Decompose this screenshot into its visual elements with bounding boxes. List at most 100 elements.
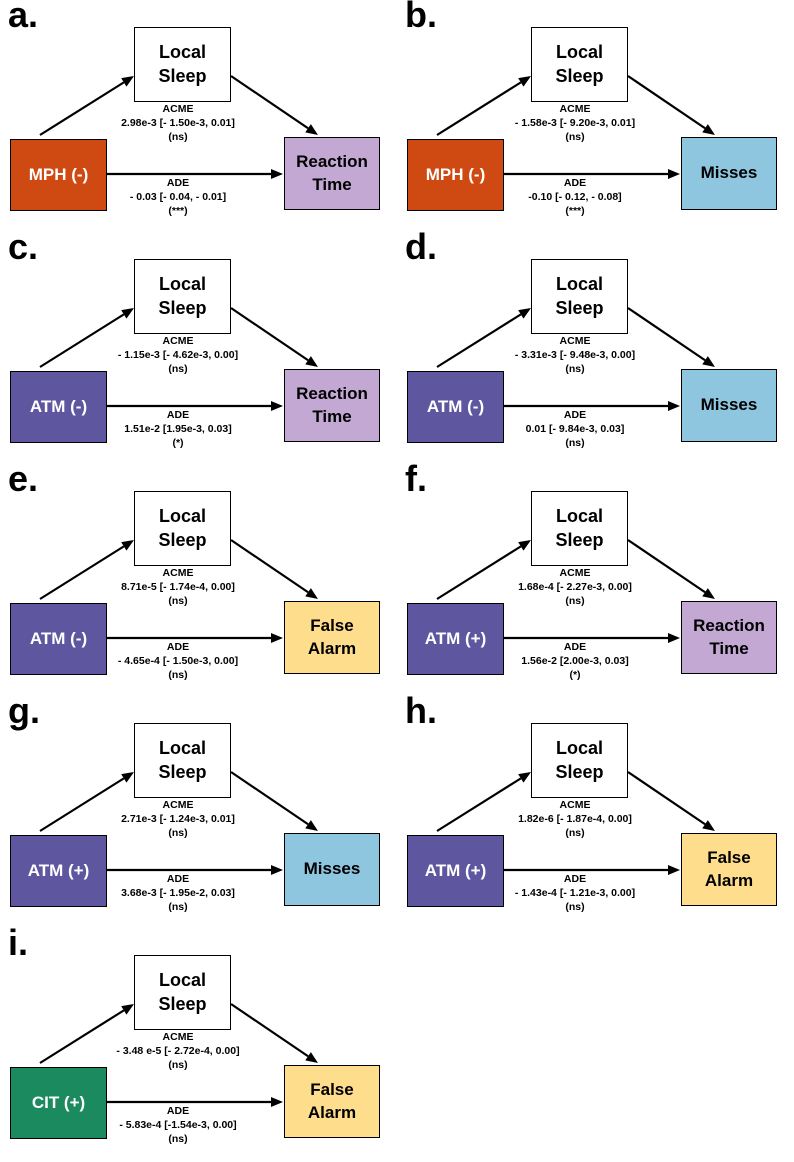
path-arrows [436, 539, 715, 643]
acme-significance: (ns) [168, 595, 188, 608]
panel-label: f. [405, 458, 427, 499]
ade-significance: (***) [168, 205, 188, 218]
ade-value: 1.51e-2 [1.95e-3, 0.03] [124, 423, 232, 436]
path-arrows [39, 307, 318, 411]
mediator-to-outcome-arrow [230, 307, 318, 367]
ade-value: - 1.43e-4 [- 1.21e-3, 0.00] [514, 887, 636, 900]
acme-value: - 3.48 e-5 [- 2.72e-4, 0.00] [116, 1045, 240, 1058]
acme-value: 1.68e-4 [- 2.27e-3, 0.00] [518, 581, 632, 594]
treatment-label: ATM (+) [27, 860, 90, 880]
acme-value: 2.71e-3 [- 1.24e-3, 0.01] [121, 813, 235, 826]
acme-value: - 1.58e-3 [- 9.20e-3, 0.01] [514, 117, 636, 130]
acme-label: ACME [162, 103, 194, 115]
ade-stat: ADE-0.10 [- 0.12, - 0.08](***) [465, 176, 685, 219]
panel-label: h. [405, 690, 437, 731]
acme-significance: (ns) [565, 827, 585, 840]
treatment-to-outcome-arrow [504, 401, 680, 411]
path-arrows [39, 771, 318, 875]
treatment-label: CIT (+) [31, 1092, 86, 1112]
treatment-to-outcome-arrow [504, 865, 680, 875]
ade-value: - 5.83e-4 [-1.54e-3, 0.00] [119, 1119, 237, 1132]
treatment-box: ATM (+) [407, 835, 504, 907]
ade-stat: ADE- 0.03 [- 0.04, - 0.01](***) [68, 176, 288, 219]
ade-label: ADE [563, 177, 587, 189]
mediator-label: Local Sleep [158, 738, 207, 782]
treatment-label: MPH (-) [28, 164, 89, 184]
outcome-box: Reaction Time [681, 601, 777, 674]
mediator-label: Local Sleep [158, 274, 207, 318]
treatment-to-mediator-arrow [39, 76, 134, 136]
mediator-box: Local Sleep [134, 723, 231, 798]
acme-significance: (ns) [168, 363, 188, 376]
treatment-label: ATM (+) [424, 628, 487, 648]
ade-significance: (ns) [565, 437, 585, 450]
treatment-label: ATM (-) [426, 396, 485, 416]
ade-value: 3.68e-3 [- 1.95e-2, 0.03] [121, 887, 235, 900]
ade-stat: ADE- 5.83e-4 [-1.54e-3, 0.00](ns) [68, 1104, 288, 1147]
acme-stat: ACME- 1.58e-3 [- 9.20e-3, 0.01](ns) [465, 102, 685, 145]
mediator-box: Local Sleep [134, 491, 231, 566]
ade-significance: (*) [172, 437, 184, 450]
ade-stat: ADE- 4.65e-4 [- 1.50e-3, 0.00](ns) [68, 640, 288, 683]
ade-value: 0.01 [- 9.84e-3, 0.03] [525, 423, 625, 436]
mediator-label: Local Sleep [555, 42, 604, 86]
ade-label: ADE [166, 177, 190, 189]
treatment-box: MPH (-) [10, 139, 107, 211]
mediator-box: Local Sleep [531, 259, 628, 334]
panel-label: a. [8, 0, 39, 35]
treatment-to-outcome-arrow [504, 633, 680, 643]
ade-value: - 4.65e-4 [- 1.50e-3, 0.00] [117, 655, 239, 668]
mediator-box: Local Sleep [134, 27, 231, 102]
outcome-box: Misses [681, 137, 777, 210]
panel-label: d. [405, 226, 437, 267]
mediator-label: Local Sleep [555, 274, 604, 318]
treatment-to-mediator-arrow [436, 308, 531, 368]
ade-value: 1.56e-2 [2.00e-3, 0.03] [521, 655, 629, 668]
mediator-to-outcome-arrow [627, 539, 715, 599]
acme-significance: (ns) [565, 363, 585, 376]
outcome-label: Misses [700, 395, 758, 415]
path-arrows [436, 771, 715, 875]
acme-label: ACME [559, 799, 591, 811]
mediator-box: Local Sleep [134, 955, 231, 1030]
acme-label: ACME [162, 799, 194, 811]
mediator-to-outcome-arrow [627, 75, 715, 135]
acme-label: ACME [559, 103, 591, 115]
treatment-to-outcome-arrow [107, 401, 283, 411]
outcome-label: False Alarm [307, 616, 357, 658]
treatment-box: ATM (-) [10, 371, 107, 443]
acme-significance: (ns) [168, 1059, 188, 1072]
outcome-box: False Alarm [284, 1065, 380, 1138]
path-arrows [436, 307, 715, 411]
outcome-label: Reaction Time [693, 616, 765, 658]
acme-label: ACME [559, 567, 591, 579]
path-arrows [436, 75, 715, 179]
outcome-label: Misses [303, 859, 361, 879]
outcome-box: Misses [284, 833, 380, 906]
panel-label: c. [8, 226, 39, 267]
mediator-label: Local Sleep [158, 970, 207, 1014]
acme-value: 1.82e-6 [- 1.87e-4, 0.00] [518, 813, 632, 826]
treatment-to-outcome-arrow [504, 169, 680, 179]
acme-value: - 3.31e-3 [- 9.48e-3, 0.00] [514, 349, 636, 362]
ade-significance: (ns) [168, 669, 188, 682]
acme-label: ACME [162, 335, 194, 347]
mediator-to-outcome-arrow [230, 75, 318, 135]
ade-significance: (ns) [565, 901, 585, 914]
mediator-label: Local Sleep [158, 42, 207, 86]
ade-label: ADE [563, 409, 587, 421]
ade-label: ADE [563, 641, 587, 653]
acme-value: 8.71e-5 [- 1.74e-4, 0.00] [121, 581, 235, 594]
outcome-box: False Alarm [681, 833, 777, 906]
path-arrows [39, 75, 318, 179]
treatment-to-outcome-arrow [107, 1097, 283, 1107]
